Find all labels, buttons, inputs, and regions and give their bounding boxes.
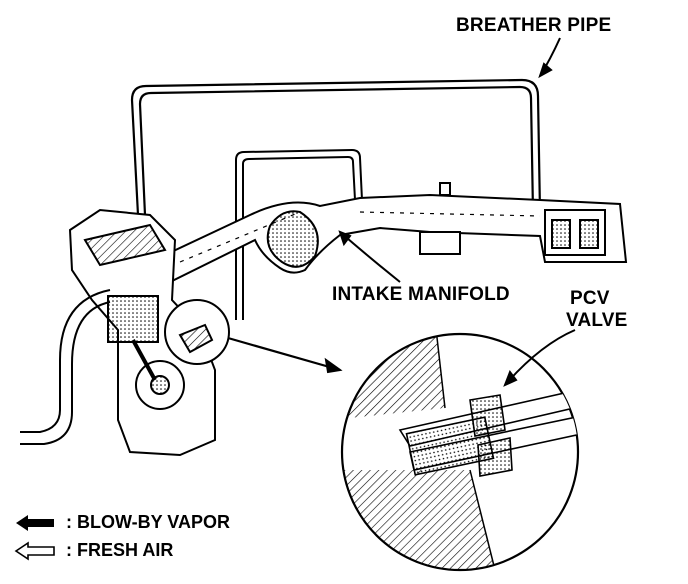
- filled-arrow-icon: [16, 514, 54, 531]
- pcv-leader: [503, 329, 576, 387]
- intake-manifold-label: INTAKE MANIFOLD: [332, 284, 510, 305]
- breather-leader: [538, 37, 561, 79]
- pcv-valve-zoom: [340, 332, 580, 572]
- intake-manifold: [148, 182, 628, 284]
- legend-fresh-air-text: : FRESH AIR: [66, 540, 174, 560]
- legend-blow-by-text: : BLOW-BY VAPOR: [66, 512, 230, 532]
- valve-label: VALVE: [566, 310, 628, 331]
- engine-block: [68, 208, 216, 457]
- legend-fresh-air: : FRESH AIR: [14, 540, 173, 561]
- vacuum-hose: [235, 148, 363, 320]
- legend-blow-by: : BLOW-BY VAPOR: [14, 512, 230, 533]
- breather-pipe: [130, 78, 542, 216]
- intake-leader: [338, 230, 401, 283]
- detail-callout: [164, 299, 343, 374]
- exhaust-pipe: [20, 289, 111, 445]
- hollow-arrow-icon: [14, 541, 55, 560]
- pcv-label: PCV: [570, 288, 610, 309]
- breather-pipe-label: BREATHER PIPE: [456, 15, 612, 36]
